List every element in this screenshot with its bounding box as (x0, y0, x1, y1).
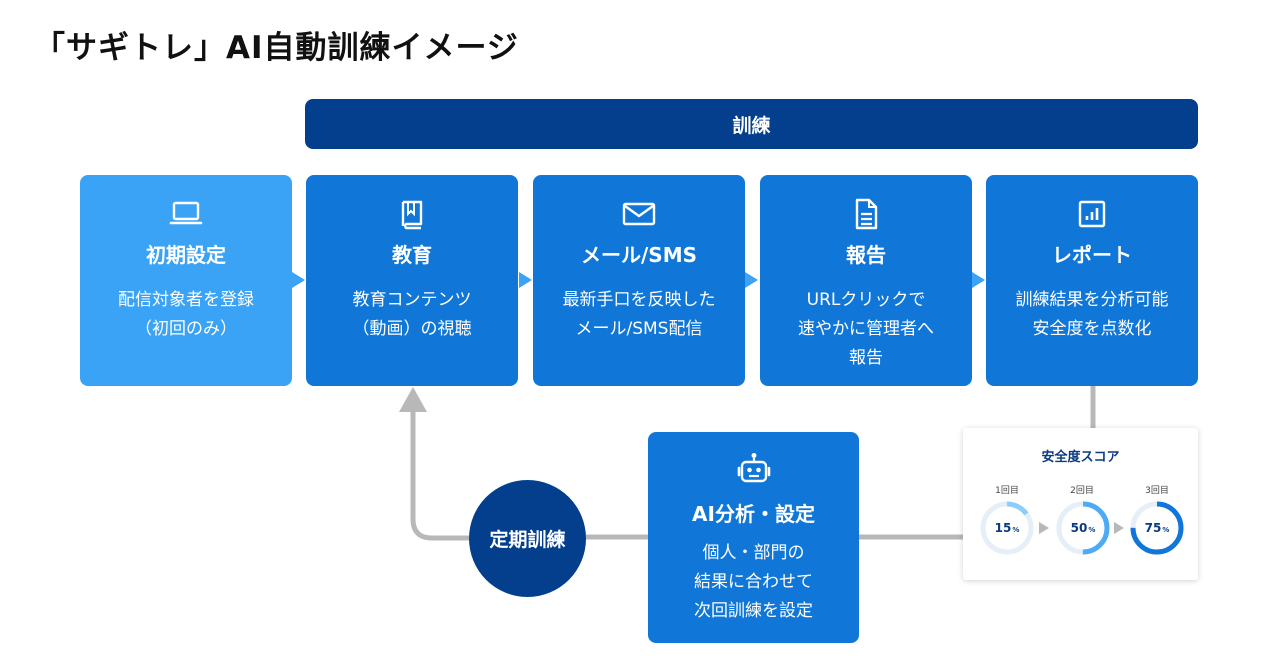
score-gauge: 50% (1055, 500, 1111, 556)
safety-score-title: 安全度スコア (1041, 450, 1120, 465)
ai-description: 個人・部門の 結果に合わせて 次回訓練を設定 (694, 543, 813, 621)
ai-title: AI分析・設定 (692, 502, 815, 526)
training-banner: 訓練 (305, 99, 1198, 149)
score-gauge: 75% (1129, 500, 1185, 556)
step-title: メール/SMS (580, 243, 697, 267)
periodic-training-circle: 定期訓練 (469, 480, 586, 597)
score-unit: % (1088, 526, 1096, 534)
training-banner-label: 訓練 (732, 114, 771, 137)
step-title: 報告 (846, 243, 886, 267)
step-title: レポート (1052, 243, 1132, 267)
step-description: 教育コンテンツ （動画）の視聴 (352, 290, 472, 339)
step-description: 訓練結果を分析可能 安全度を点数化 (1015, 290, 1169, 339)
flow-arrow (292, 272, 305, 288)
step-title: 教育 (392, 243, 432, 267)
page-title: 「サギトレ」AI自動訓練イメージ (34, 30, 519, 66)
step-education: 教育 教育コンテンツ （動画）の視聴 (306, 175, 518, 386)
score-arrow (1114, 522, 1124, 534)
flow-arrow (519, 272, 532, 288)
score-value: 15 (994, 521, 1012, 535)
safety-score-card: 安全度スコア 1回目 15% 2回目 50% 3回目 75% (963, 428, 1198, 580)
step-initial-setup: 初期設定 配信対象者を登録 （初回のみ） (80, 175, 292, 386)
periodic-training-label: 定期訓練 (489, 529, 566, 551)
flow-arrow (745, 272, 758, 288)
book-icon (395, 197, 429, 231)
periodic-to-education-path (410, 410, 469, 541)
score-value: 75 (1144, 521, 1162, 535)
ai-analysis-box: AI分析・設定 個人・部門の 結果に合わせて 次回訓練を設定 (648, 432, 859, 643)
score-unit: % (1162, 526, 1170, 534)
step-description: 配信対象者を登録 （初回のみ） (118, 290, 254, 339)
score-gauge: 15% (979, 500, 1035, 556)
step-description: URLクリックで 速やかに管理者へ 報告 (798, 290, 934, 368)
loop-arrowhead (399, 387, 427, 412)
round-label: 1回目 (995, 486, 1019, 496)
step-title: 初期設定 (146, 243, 226, 267)
score-unit: % (1012, 526, 1020, 534)
step-mail-sms: メール/SMS 最新手口を反映した メール/SMS配信 (533, 175, 745, 386)
flow-arrow (972, 272, 985, 288)
step-report: 報告 URLクリックで 速やかに管理者へ 報告 (760, 175, 972, 386)
laptop-icon (169, 197, 203, 231)
round-label: 2回目 (1070, 486, 1094, 496)
document-icon (849, 197, 883, 231)
step-reporting: レポート 訓練結果を分析可能 安全度を点数化 (986, 175, 1198, 386)
round-label: 3回目 (1145, 486, 1169, 496)
step-description: 最新手口を反映した メール/SMS配信 (562, 290, 716, 339)
robot-icon (736, 452, 772, 490)
chart-icon (1075, 197, 1109, 231)
score-arrow (1039, 522, 1049, 534)
mail-icon (622, 197, 656, 231)
score-value: 50 (1070, 521, 1088, 535)
